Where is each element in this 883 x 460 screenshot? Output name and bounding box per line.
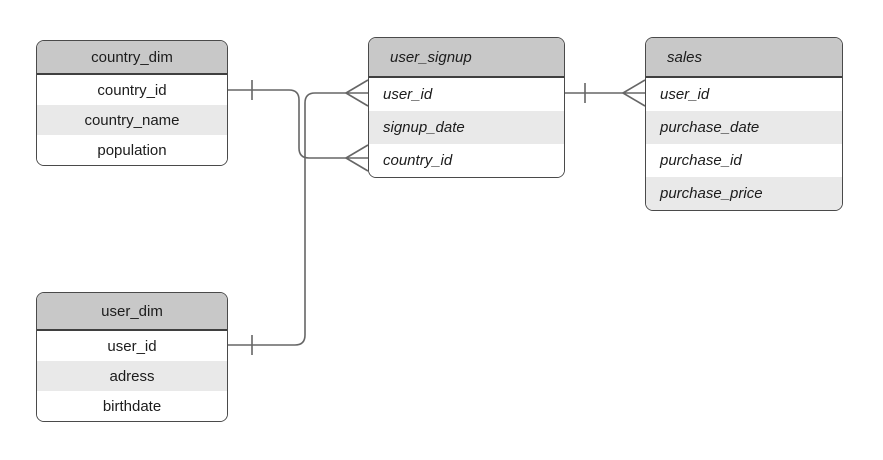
entity-header[interactable]: sales <box>646 38 842 78</box>
entity-header[interactable]: user_dim <box>37 293 227 331</box>
entity-header[interactable]: user_signup <box>369 38 564 78</box>
entity-table-country_dim[interactable]: country_dim country_id country_name popu… <box>36 40 228 166</box>
entity-field-user_id[interactable]: user_id <box>37 331 227 361</box>
field-label: population <box>97 141 167 159</box>
entity-field-purchase_date[interactable]: purchase_date <box>646 111 842 144</box>
connector-line <box>228 89 368 159</box>
entity-field-adress[interactable]: adress <box>37 361 227 391</box>
entity-title: country_dim <box>91 48 173 66</box>
entity-title: sales <box>667 48 703 66</box>
entity-field-user_id[interactable]: user_id <box>369 78 564 111</box>
field-label: user_id <box>107 337 157 355</box>
entity-title: user_signup <box>390 48 472 66</box>
field-label: user_id <box>383 86 433 103</box>
entity-field-purchase_price[interactable]: purchase_price <box>646 177 842 210</box>
entity-table-user_signup[interactable]: user_signup user_id signup_date country_… <box>368 37 565 178</box>
entity-title: user_dim <box>101 302 163 320</box>
entity-field-signup_date[interactable]: signup_date <box>369 111 564 144</box>
entity-field-purchase_id[interactable]: purchase_id <box>646 144 842 177</box>
field-label: adress <box>109 367 155 385</box>
entity-field-country_name[interactable]: country_name <box>37 105 227 135</box>
field-label: country_id <box>97 81 167 99</box>
field-label: country_id <box>383 152 453 169</box>
entity-field-birthdate[interactable]: birthdate <box>37 391 227 421</box>
field-label: birthdate <box>102 397 162 415</box>
field-label: purchase_date <box>660 119 760 136</box>
crow-foot-many-icon <box>345 79 369 107</box>
entity-header[interactable]: country_dim <box>37 41 227 75</box>
entity-table-user_dim[interactable]: user_dim user_id adress birthdate <box>36 292 228 422</box>
crow-foot-many-icon <box>345 144 369 172</box>
entity-table-sales[interactable]: sales user_id purchase_date purchase_id … <box>645 37 843 211</box>
crow-foot-many-icon <box>622 79 646 107</box>
field-label: user_id <box>660 86 710 103</box>
entity-field-country_id[interactable]: country_id <box>37 75 227 105</box>
field-label: purchase_price <box>660 185 763 202</box>
field-label: signup_date <box>383 119 465 136</box>
field-label: country_name <box>84 111 180 129</box>
relationship-user_signup-sales[interactable] <box>565 79 646 107</box>
relationship-user_dim-user_signup[interactable] <box>228 79 369 355</box>
entity-field-user_id[interactable]: user_id <box>646 78 842 111</box>
entity-field-population[interactable]: population <box>37 135 227 165</box>
connector-line <box>228 92 368 346</box>
entity-field-country_id[interactable]: country_id <box>369 144 564 177</box>
field-label: purchase_id <box>660 152 742 169</box>
